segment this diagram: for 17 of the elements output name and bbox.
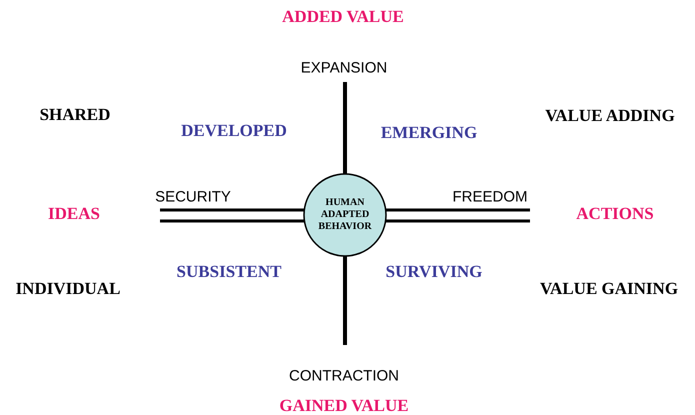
quadrant-label: VALUE GAINING — [540, 279, 678, 299]
axis-label: CONTRACTION — [289, 368, 399, 384]
pole-label: IDEAS — [48, 204, 100, 224]
pole-label: ADDED VALUE — [282, 7, 404, 27]
axis-label: FREEDOM — [452, 188, 528, 206]
quadrant-label: SHARED — [40, 105, 110, 125]
pole-label: ACTIONS — [576, 204, 654, 224]
quadrant-label: EMERGING — [380, 123, 478, 143]
quadrant-label: SURVIVING — [386, 262, 482, 282]
quadrant-label: INDIVIDUAL — [16, 279, 120, 299]
quadrant-label: VALUE ADDING — [545, 106, 675, 126]
quadrant-label: DEVELOPED — [181, 121, 287, 141]
axis-label: SECURITY — [155, 188, 231, 206]
quadrant-label: SUBSISTENT — [176, 262, 282, 282]
center-label: HUMAN ADAPTED BEHAVIOR — [317, 197, 373, 233]
pole-label: GAINED VALUE — [279, 396, 409, 415]
axis-label: EXPANSION — [300, 60, 388, 76]
